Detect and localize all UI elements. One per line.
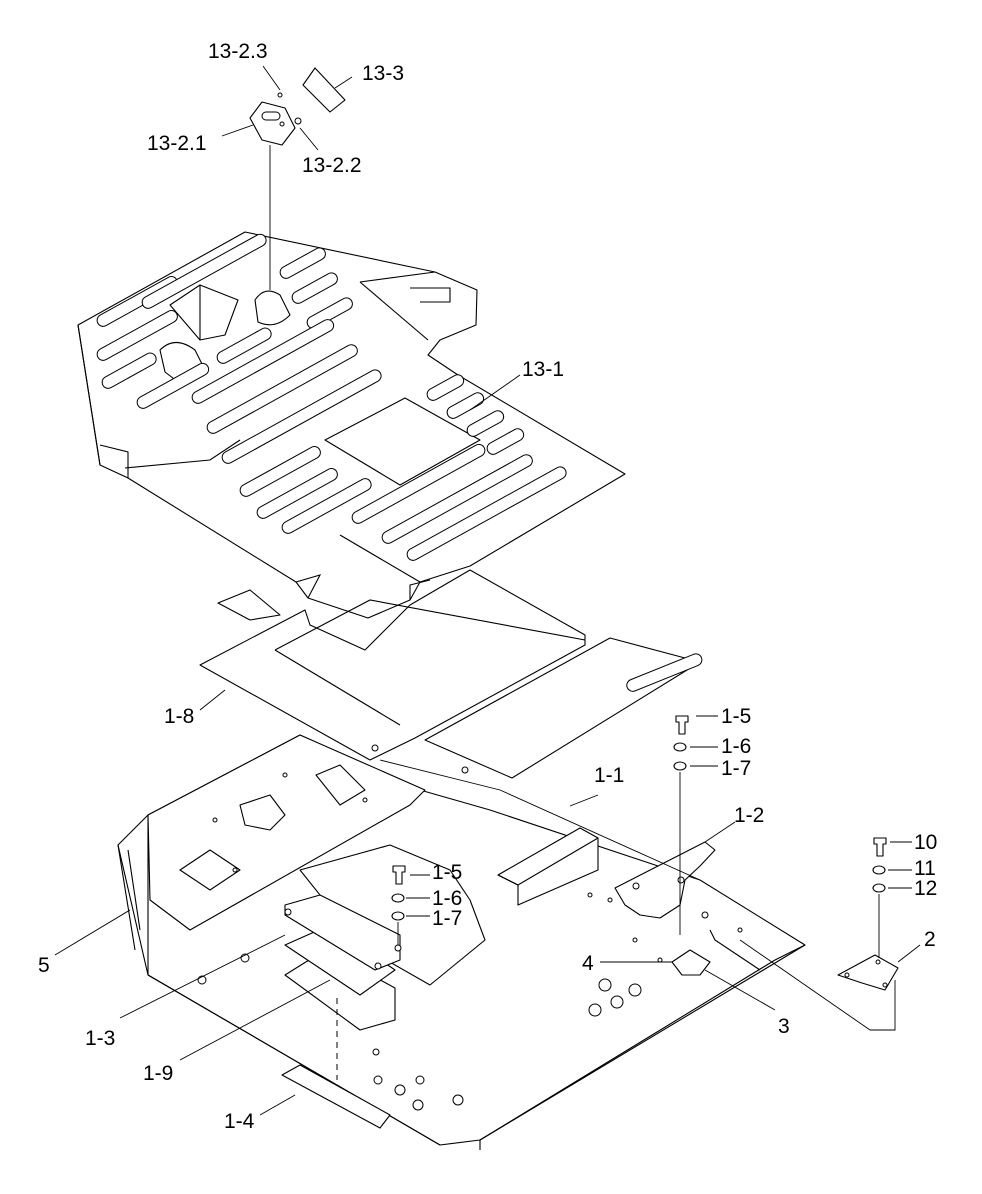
label-5: 5 <box>38 954 50 977</box>
mat-1-8 <box>199 569 703 779</box>
label-1-6-mid: 1-6 <box>432 887 462 910</box>
plate-13-3 <box>302 67 346 113</box>
label-1-9: 1-9 <box>143 1062 173 1085</box>
leader-lines <box>54 65 921 1116</box>
label-1-7-mid: 1-7 <box>432 907 462 930</box>
label-13-2-2: 13-2.2 <box>302 154 362 177</box>
label-13-3: 13-3 <box>362 62 404 85</box>
bracket-1-2 <box>614 841 716 919</box>
grommet-4 <box>671 949 711 976</box>
cover-plates-1-9 <box>284 894 402 1031</box>
label-1-5-top: 1-5 <box>721 705 751 728</box>
floor-mat-ribs <box>96 233 567 561</box>
label-1-7-top: 1-7 <box>721 757 751 780</box>
part-labels: 13-2.3 13-3 13-2.1 13-2.2 13-1 1-8 1-5 1… <box>38 40 937 1133</box>
label-3: 3 <box>778 1015 790 1038</box>
label-11: 11 <box>914 857 936 880</box>
label-1-8: 1-8 <box>164 705 194 728</box>
pedal-cover-13-2-1 <box>249 92 302 146</box>
label-1-1: 1-1 <box>594 764 624 787</box>
bottom-plate-1-4 <box>281 998 391 1129</box>
label-13-1: 13-1 <box>522 358 564 381</box>
floor-mat-13-1 <box>77 231 626 619</box>
label-1-6-top: 1-6 <box>721 735 751 758</box>
label-10: 10 <box>914 831 937 854</box>
label-1-3: 1-3 <box>85 1027 115 1050</box>
fasteners <box>391 715 887 921</box>
label-4: 4 <box>582 952 594 975</box>
bracket-1-1 <box>497 827 599 906</box>
label-1-4: 1-4 <box>224 1110 255 1133</box>
label-13-2-3: 13-2.3 <box>208 40 268 63</box>
label-2: 2 <box>924 928 936 951</box>
label-1-2: 1-2 <box>734 804 764 827</box>
bracket-2 <box>837 954 899 991</box>
label-1-5-mid: 1-5 <box>432 861 462 884</box>
label-13-2-1: 13-2.1 <box>147 132 207 155</box>
floor-plate <box>117 734 806 1150</box>
label-12: 12 <box>914 877 937 900</box>
